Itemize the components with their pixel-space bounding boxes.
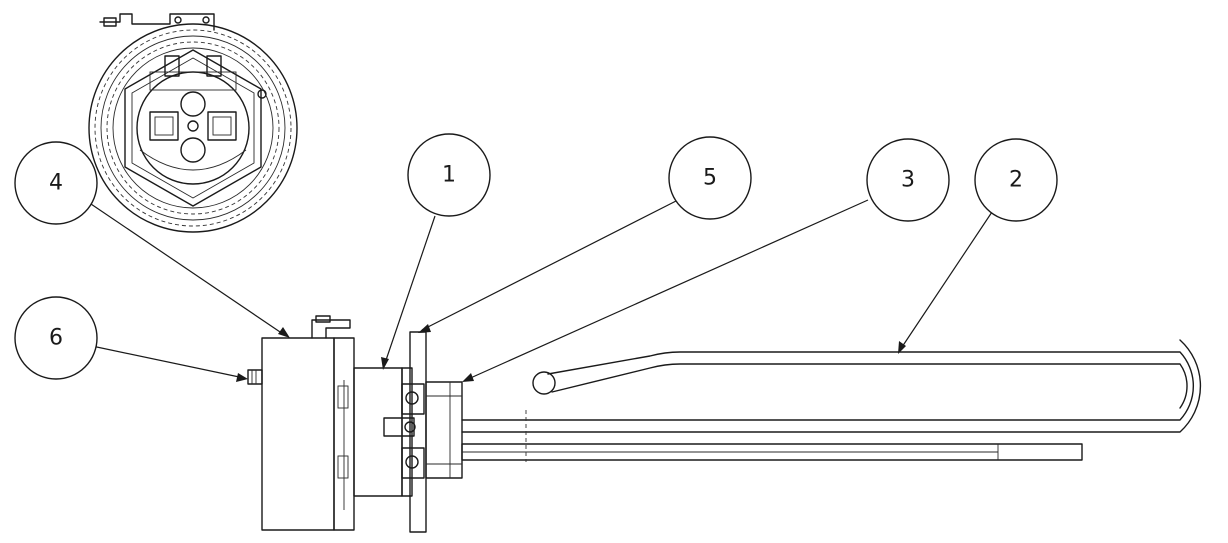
callout-3-circle [866, 138, 950, 222]
callout-6-label: 6 [49, 326, 63, 351]
leader-1-arrow [381, 357, 389, 370]
end-view [88, 13, 298, 233]
leader-5-arrow [418, 324, 431, 333]
cap-top-clip [315, 315, 331, 323]
terminal-upper-screw [405, 391, 419, 405]
body-slot-1 [337, 385, 349, 409]
heating-tube-outer-edge [461, 339, 1202, 433]
end-view-upper-block [149, 71, 237, 91]
leaders [87, 199, 993, 382]
end-view-side-screw [257, 89, 267, 99]
terminal-middle [383, 417, 415, 437]
leader-4-arrow [278, 327, 290, 338]
end-view-lower-hole [180, 137, 206, 163]
heating-tube-end [532, 371, 556, 395]
end-view-outer-ring [88, 23, 298, 233]
callout-3: 3 [866, 138, 950, 222]
end-view-ring-4 [106, 41, 280, 215]
callout-6: 6 [14, 296, 98, 380]
cap-top-bracket [311, 319, 351, 339]
end-view-post-left [164, 55, 180, 77]
callout-4-circle [14, 141, 98, 225]
callout-2: 2 [974, 138, 1058, 222]
leader-3 [465, 199, 869, 381]
cover-cap [261, 337, 335, 531]
side-knob [247, 369, 263, 385]
end-view-terminal-left-core [154, 116, 174, 136]
end-view-hex-inner [131, 57, 255, 199]
terminal-lower [401, 447, 425, 479]
end-view-terminal-right-core [212, 116, 232, 136]
end-view-hex-nut [124, 49, 262, 207]
heating-tube-outer [461, 351, 1194, 421]
end-view-ring-3 [100, 35, 286, 221]
end-view-terminal-right [207, 111, 237, 141]
callout-5-circle [668, 136, 752, 220]
leader-6 [91, 345, 245, 379]
callout-6-circle [14, 296, 98, 380]
heating-tube-inner [551, 363, 1188, 409]
end-view-terminal-left [149, 111, 179, 141]
callout-1-label: 1 [442, 163, 456, 188]
callout-1: 1 [407, 133, 491, 217]
end-view-post-right [206, 55, 222, 77]
body-slot-2 [337, 455, 349, 479]
end-view-body [136, 71, 250, 185]
end-view-ring-2 [94, 29, 292, 227]
callout-1-circle [407, 133, 491, 217]
leader-2 [899, 211, 993, 351]
callout-5: 5 [668, 136, 752, 220]
leader-6-arrow [236, 373, 248, 382]
end-view-ring-5 [112, 47, 274, 209]
end-view-lower-arc [139, 149, 247, 171]
end-view-upper-hole [180, 91, 206, 117]
terminal-lower-screw [405, 455, 419, 469]
side-view [247, 315, 1202, 533]
leader-5 [421, 199, 679, 331]
hex-nut [425, 381, 463, 479]
leader-3-arrow [462, 373, 474, 382]
callout-5-label: 5 [703, 166, 717, 191]
terminal-upper [401, 383, 425, 415]
end-view-terminal-clip [103, 17, 117, 27]
leader-2-arrow [898, 341, 906, 354]
end-view-center-pin [187, 120, 199, 132]
callout-2-circle [974, 138, 1058, 222]
callout-3-label: 3 [901, 168, 915, 193]
callout-4: 4 [14, 141, 98, 225]
leader-1 [383, 215, 436, 367]
end-view-top-tab [99, 13, 215, 31]
callout-2-label: 2 [1009, 168, 1023, 193]
callout-4-label: 4 [49, 171, 63, 196]
end-view-screw-2 [202, 16, 210, 24]
end-view-screw-1 [174, 16, 182, 24]
thermostat-body [353, 367, 403, 497]
leader-4 [87, 201, 287, 337]
